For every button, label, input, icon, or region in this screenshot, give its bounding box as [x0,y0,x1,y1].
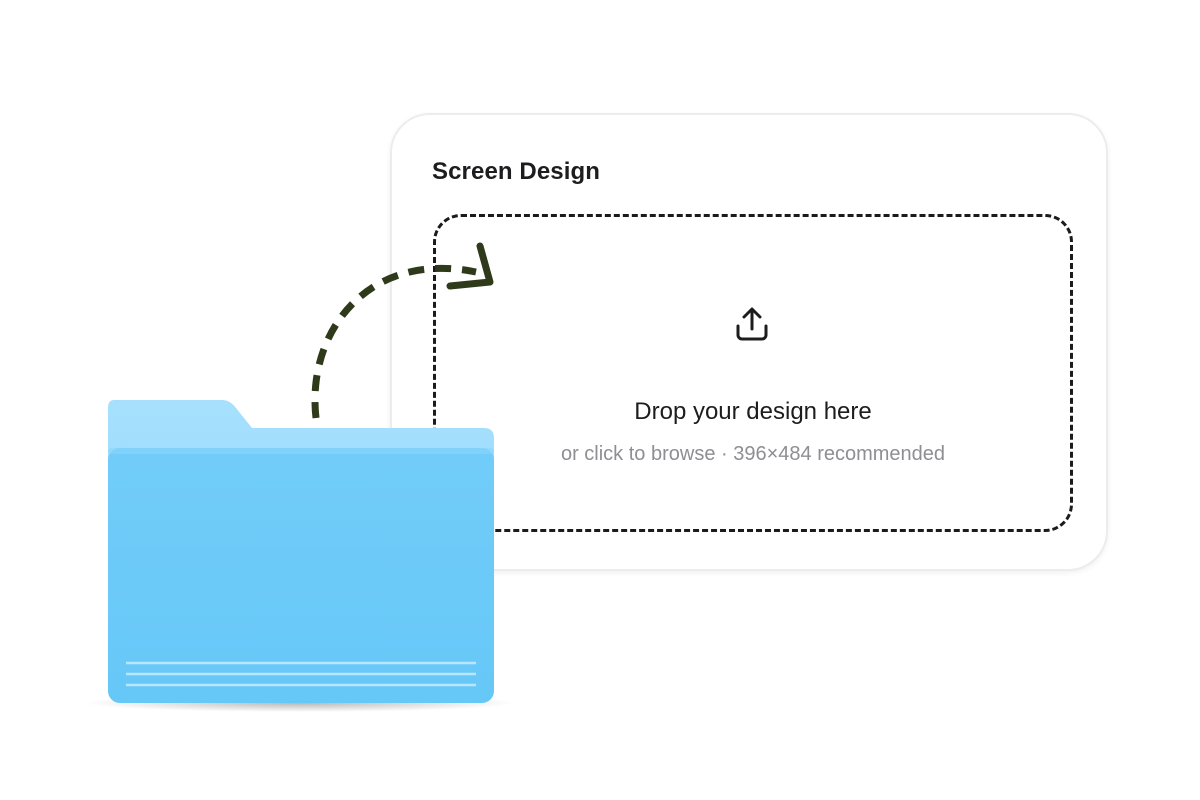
folder-icon [85,400,515,712]
dropzone-title: Drop your design here [634,398,872,425]
dropzone-subtitle: or click to browse · 396×484 recommended [560,443,946,465]
upload-icon [736,307,768,341]
screen-design-card: Screen Design Drop your design here or c… [390,113,1108,571]
card-title: Screen Design [432,158,601,185]
dashed-curved-arrow-icon [311,242,494,419]
design-dropzone[interactable]: Drop your design here or click to browse… [433,214,1073,532]
